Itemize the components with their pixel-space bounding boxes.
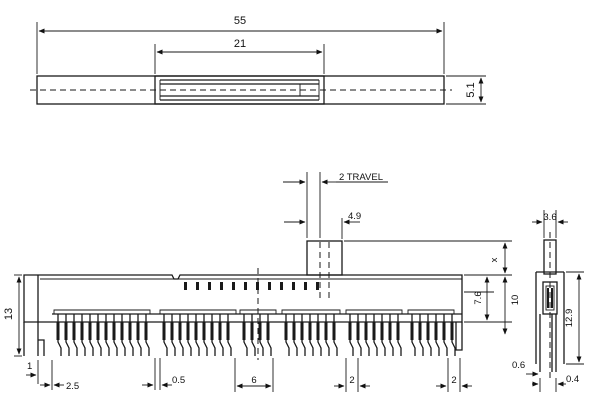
terminal-pin-shank — [120, 322, 124, 340]
dim-55-label: 55 — [234, 15, 246, 27]
terminal-pin-shank — [410, 322, 414, 340]
dim-0-5-label: 0.5 — [172, 375, 185, 386]
dim-2b-label: 2 — [451, 375, 456, 386]
dim-0-4-label: 0.4 — [566, 374, 579, 385]
upper-contacts — [184, 282, 319, 290]
terminal-pin-shank — [388, 322, 392, 340]
terminal-pin-shank — [434, 322, 438, 340]
pin-group-bracket — [407, 309, 455, 314]
terminal-pin-shank — [242, 322, 246, 340]
terminal-pin-shank — [226, 322, 230, 340]
terminal-pin-shank — [418, 322, 422, 340]
terminal-pin-shank — [308, 322, 312, 340]
terminal-pin-shank — [332, 322, 336, 340]
terminal-pin-shank — [250, 322, 254, 340]
top-view: 55 21 5.1 — [30, 15, 486, 105]
dim-7-6-label: 7.6 — [473, 291, 484, 304]
terminal-pin-shank — [186, 322, 190, 340]
terminal-pin-shank — [104, 322, 108, 340]
dim-2-5-label: 2.5 — [66, 381, 79, 392]
dim-2a-label: 2 — [349, 375, 354, 386]
dim-10-label: 10 — [510, 295, 521, 306]
dim-1-label: 1 — [27, 361, 32, 372]
terminal-pin-shank — [348, 322, 352, 340]
actuator — [306, 240, 343, 276]
dim-3-6-label: 3.6 — [543, 212, 556, 223]
terminal-pin-shank — [266, 322, 270, 340]
pin-group-bracket — [159, 309, 237, 314]
pin-group-bracket — [53, 309, 151, 314]
terminal-pin-shank — [210, 322, 214, 340]
dim-6-label: 6 — [251, 375, 256, 386]
switch-body — [23, 274, 463, 323]
terminal-pin-shank — [162, 322, 166, 340]
terminal-pin-shank — [64, 322, 68, 340]
terminal-pin-shank — [218, 322, 222, 340]
side-view: 3.6 12.9 0.6 0.4 — [512, 210, 584, 392]
front-view: 2 TRAVEL 4.9 x 10 7.6 13 1 2.5 — [3, 172, 521, 392]
dim-21-label: 21 — [234, 38, 246, 50]
dim-0-6-label: 0.6 — [512, 360, 525, 371]
dim-travel-label: 2 TRAVEL — [339, 172, 383, 183]
terminal-pin-shank — [364, 322, 368, 340]
terminal-pin-shank — [56, 322, 60, 340]
terminal-pin-shank — [396, 322, 400, 340]
pin-group-bracket — [239, 309, 277, 314]
terminal-pin-shank — [112, 322, 116, 340]
terminal-pin-shank — [144, 322, 148, 340]
terminal-pin-shank — [258, 322, 262, 340]
terminal-pins — [52, 309, 462, 356]
terminal-pin-shank — [178, 322, 182, 340]
terminal-pin-shank — [450, 322, 454, 340]
terminal-pin-shank — [80, 322, 84, 340]
terminal-pin-shank — [128, 322, 132, 340]
terminal-pin-shank — [380, 322, 384, 340]
terminal-pin-shank — [202, 322, 206, 340]
terminal-pin-shank — [284, 322, 288, 340]
terminal-pin-shank — [170, 322, 174, 340]
pin-group-bracket — [281, 309, 341, 314]
dim-5-1-label: 5.1 — [465, 82, 477, 97]
dim-4-9-label: 4.9 — [348, 211, 361, 222]
terminal-pin-shank — [194, 322, 198, 340]
terminal-pin-shank — [316, 322, 320, 340]
terminal-pin-shank — [426, 322, 430, 340]
pin-group-bracket — [345, 309, 403, 314]
terminal-pin-shank — [88, 322, 92, 340]
terminal-pin-shank — [300, 322, 304, 340]
terminal-pin-shank — [372, 322, 376, 340]
terminal-pin-shank — [136, 322, 140, 340]
terminal-pin-shank — [356, 322, 360, 340]
terminal-pin-shank — [96, 322, 100, 340]
dim-12-9-label: 12.9 — [564, 309, 575, 328]
terminal-pin-shank — [442, 322, 446, 340]
dim-x-label: x — [489, 257, 500, 262]
terminal-pin-shank — [324, 322, 328, 340]
dim-13-label: 13 — [3, 308, 15, 320]
terminal-pin-shank — [72, 322, 76, 340]
terminal-pin-shank — [292, 322, 296, 340]
